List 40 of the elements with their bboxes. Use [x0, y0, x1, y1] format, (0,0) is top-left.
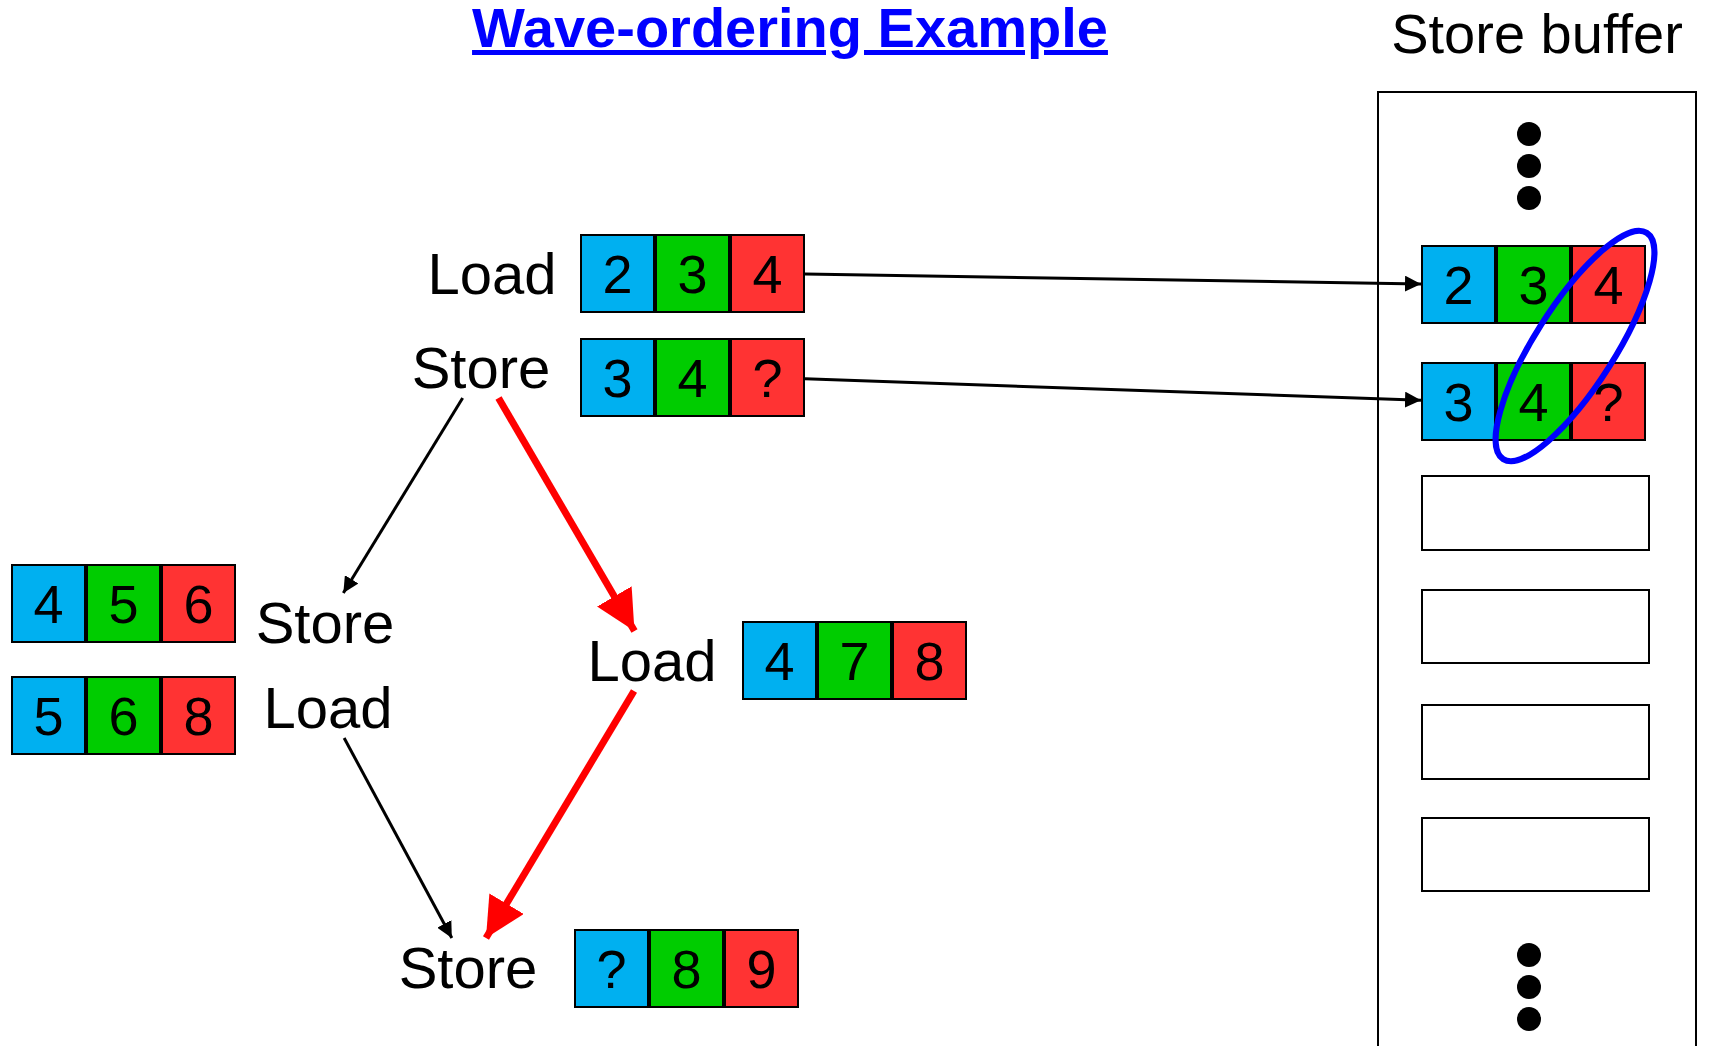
- instruction-label: Load: [422, 244, 562, 304]
- value-cell: 9: [724, 929, 799, 1008]
- value-cell: 4: [655, 338, 730, 417]
- value-cell: 4: [1571, 245, 1646, 324]
- value-cell: 3: [655, 234, 730, 313]
- instruction-label: Store: [387, 938, 549, 998]
- value-cell: 2: [1421, 245, 1496, 324]
- value-cell: 8: [161, 676, 236, 755]
- instruction-label: Store: [244, 593, 406, 653]
- value-cell: 3: [580, 338, 655, 417]
- value-cell: 7: [817, 621, 892, 700]
- heading: Store buffer: [1390, 6, 1684, 62]
- arrow: [342, 737, 454, 939]
- value-cell: 6: [86, 676, 161, 755]
- empty-slot-box: [1421, 475, 1650, 551]
- value-cell: 8: [649, 929, 724, 1008]
- arrow: [482, 689, 638, 940]
- instruction-label: Store: [400, 338, 562, 398]
- value-cell: 8: [892, 621, 967, 700]
- value-cell: 2: [580, 234, 655, 313]
- instruction-label: Load: [582, 631, 722, 691]
- value-cell: ?: [730, 338, 805, 417]
- value-cell: 6: [161, 564, 236, 643]
- arrow: [804, 272, 1422, 292]
- arrow: [342, 397, 464, 594]
- value-cell: 4: [730, 234, 805, 313]
- arrow: [495, 396, 638, 633]
- value-cell: 3: [1496, 245, 1571, 324]
- value-cell: 5: [11, 676, 86, 755]
- empty-slot-box: [1421, 589, 1650, 664]
- value-cell: 4: [742, 621, 817, 700]
- value-cell: 4: [11, 564, 86, 643]
- value-cell: ?: [1571, 362, 1646, 441]
- instruction-label: Load: [258, 678, 398, 738]
- empty-slot-box: [1421, 704, 1650, 780]
- empty-slot-box: [1421, 817, 1650, 892]
- value-cell: 5: [86, 564, 161, 643]
- value-cell: ?: [574, 929, 649, 1008]
- arrow: [804, 377, 1422, 408]
- value-cell: 3: [1421, 362, 1496, 441]
